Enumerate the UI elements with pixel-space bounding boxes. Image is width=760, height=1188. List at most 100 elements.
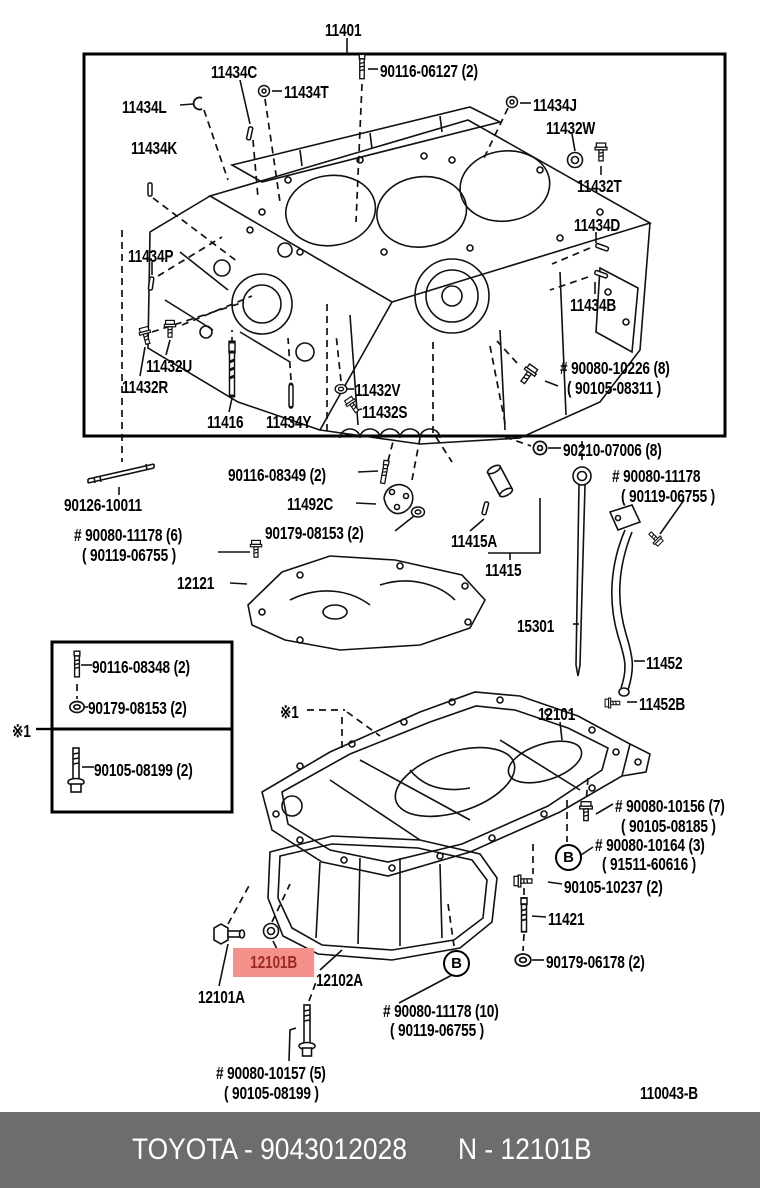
label-11401: 11401	[325, 20, 362, 40]
oil-pan-lower-art	[267, 835, 498, 961]
stud-bolt-icon	[520, 897, 528, 933]
baffle-plate-art	[247, 555, 486, 651]
footer-bar: TOYOTA - 9043012028 N - 12101B	[0, 1112, 760, 1188]
clip-icon	[192, 96, 203, 111]
label-11421: 11421	[548, 909, 585, 929]
label-11434D: 11434D	[574, 215, 621, 235]
label-11434T: 11434T	[284, 82, 329, 102]
stud-rod-icon	[87, 463, 155, 484]
stud-bolt-icon	[379, 459, 390, 485]
nut-icon	[69, 700, 85, 714]
label-90210-07006: 90210-07006 (8)	[563, 440, 662, 460]
label-90116-06127: 90116-06127 (2)	[380, 61, 478, 81]
stud-bolt-icon	[358, 53, 366, 80]
label-90080-11178-l: # 90080-11178 (6)	[74, 525, 183, 545]
label-11434K: 11434K	[131, 138, 178, 158]
circle-B-2: B	[443, 950, 470, 977]
dipstick-and-tube-art	[572, 466, 642, 697]
oil-pan-upper-art	[261, 691, 651, 877]
label-12101A: 12101A	[198, 987, 245, 1007]
label-11432S: 11432S	[362, 402, 408, 422]
label-90119-06755-10: ( 90119-06755 )	[390, 1020, 485, 1040]
label-90105-08311: ( 90105-08311 )	[567, 378, 662, 398]
dowel-pin-icon	[287, 382, 295, 409]
label-11434B: 11434B	[570, 295, 617, 315]
label-11434Y: 11434Y	[266, 412, 312, 432]
nut-icon	[410, 506, 426, 518]
label-90080-10157: # 90080-10157 (5)	[216, 1063, 326, 1083]
label-11434L: 11434L	[122, 97, 167, 117]
cover-plate-icon	[383, 483, 414, 515]
hardware-icons	[67, 53, 665, 1057]
label-90080-11178-r: # 90080-11178	[612, 466, 701, 486]
label-90105-08185: ( 90105-08185 )	[621, 816, 716, 836]
note-marker-2: ※1	[280, 702, 299, 722]
label-11434P: 11434P	[128, 246, 174, 266]
flange-bolt-icon	[249, 539, 263, 558]
label-11415: 11415	[485, 560, 522, 580]
label-11434C: 11434C	[211, 62, 258, 82]
screw-head-icon	[532, 440, 548, 456]
highlighted-part-label[interactable]: 12101B	[233, 948, 315, 978]
label-90080-10226: # 90080-10226 (8)	[560, 358, 670, 378]
label-12101: 12101	[538, 704, 576, 724]
label-90179-08153: 90179-08153 (2)	[265, 523, 364, 543]
label-15301: 15301	[517, 616, 555, 636]
label-11415A: 11415A	[451, 531, 498, 551]
filter-union-icon	[486, 464, 514, 498]
seal-ring-icon	[566, 151, 584, 169]
bolt-icon	[137, 325, 154, 346]
label-90105-08199-2: ( 90105-08199 )	[224, 1083, 319, 1103]
notebox-90116-08348: 90116-08348 (2)	[92, 657, 190, 677]
dowel-pin-icon	[147, 275, 155, 291]
label-91511-60616: ( 91511-60616 )	[602, 854, 697, 874]
dashed-leader-lines	[76, 83, 591, 1002]
label-90080-10164: # 90080-10164 (3)	[595, 835, 705, 855]
label-90080-11178-10: # 90080-11178 (10)	[383, 1001, 499, 1021]
drain-plug-icon	[213, 923, 246, 945]
box-leader-lines	[81, 664, 94, 768]
flange-nut-icon	[514, 953, 532, 967]
exploded-parts-drawing	[36, 38, 727, 1062]
label-11432T: 11432T	[577, 176, 622, 196]
label-12121: 12121	[177, 573, 215, 593]
dowel-pin-icon	[245, 125, 254, 141]
bolt-icon	[604, 697, 621, 709]
dowel-pin-icon	[594, 242, 610, 253]
label-11492C: 11492C	[287, 494, 334, 514]
flange-bolt-icon	[579, 801, 593, 822]
note-marker-1: ※1	[12, 721, 31, 741]
label-11432V: 11432V	[355, 380, 401, 400]
frame-boxes	[36, 52, 727, 814]
grommet-icon	[505, 95, 519, 109]
label-90080-10156: # 90080-10156 (7)	[615, 796, 725, 816]
stud-bolt-icon	[73, 650, 81, 678]
footer-catalog-code: TOYOTA - 9043012028	[132, 1133, 407, 1166]
label-12102A: 12102A	[316, 970, 363, 990]
label-11434J: 11434J	[533, 95, 577, 115]
label-90119-06755-r: ( 90119-06755 )	[621, 486, 716, 506]
label-90116-08349: 90116-08349 (2)	[228, 465, 326, 485]
footer-part-code: N - 12101B	[458, 1133, 592, 1166]
screw-icon	[334, 383, 348, 395]
label-11452B: 11452B	[639, 694, 686, 714]
cylinder-block-art	[147, 106, 653, 445]
label-11416: 11416	[207, 412, 244, 432]
dowel-pin-icon	[480, 500, 490, 516]
bolt-icon	[163, 319, 177, 338]
label-90105-10237: 90105-10237 (2)	[564, 877, 663, 897]
washer-bolt-icon	[67, 747, 85, 793]
dowel-pin-icon	[147, 182, 153, 197]
gasket-ring-icon	[262, 922, 280, 940]
long-stud-icon	[227, 340, 237, 398]
label-diagram-ref: 110043-B	[640, 1083, 698, 1103]
leader-lines	[87, 38, 685, 1062]
label-90119-06755-l: ( 90119-06755 )	[82, 545, 177, 565]
label-11432W: 11432W	[546, 118, 596, 138]
notebox-90105-08199: 90105-08199 (2)	[94, 760, 193, 780]
label-11432R: 11432R	[122, 377, 169, 397]
label-90179-06178: 90179-06178 (2)	[546, 952, 645, 972]
long-bolt-icon	[298, 1004, 316, 1057]
label-11432U: 11432U	[146, 356, 193, 376]
